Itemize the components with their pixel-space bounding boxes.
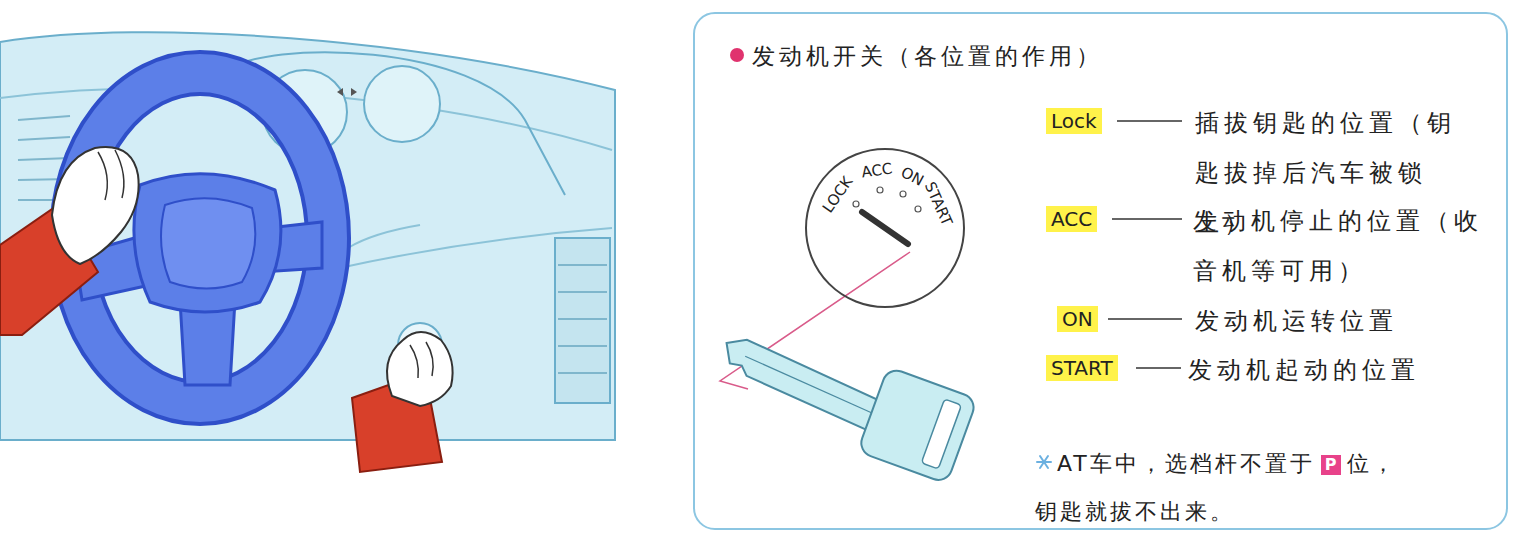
gauge — [364, 66, 440, 142]
position-name: ACC — [1051, 207, 1092, 231]
position-name: Lock — [1051, 109, 1097, 133]
gear-p-box: P — [1321, 455, 1341, 475]
right-vent-slats — [558, 265, 607, 373]
dial-dots — [853, 187, 921, 212]
hand — [387, 332, 453, 406]
gear-letter: P — [1325, 455, 1337, 474]
dial-position: ACC — [860, 160, 893, 181]
position-highlight: Lock — [1046, 108, 1102, 134]
wheel-hub — [134, 174, 281, 312]
key-slot — [862, 212, 908, 244]
switch-dial: LOCKACCONSTART — [805, 148, 965, 308]
dial-position: LOCK — [819, 173, 856, 215]
position-description: 发动机运转位置 — [1195, 296, 1524, 346]
position-highlight: ON — [1057, 306, 1098, 332]
dash-connector — [1108, 121, 1182, 368]
wheel-hub-pad — [161, 198, 255, 288]
dashboard — [0, 32, 615, 440]
note-symbol — [1037, 456, 1051, 468]
position-description: 发动机起动的位置 — [1188, 345, 1524, 395]
turn-indicator — [337, 88, 357, 96]
finger-line — [410, 342, 433, 378]
position-name: START — [1051, 356, 1113, 380]
bullet-dot — [730, 48, 744, 62]
right-vent — [555, 238, 610, 403]
key — [707, 312, 977, 484]
note-line: AT车中，选档杆不置于P位， 钥匙就拔不出来。 — [1035, 440, 1410, 536]
panel-title: 发动机开关（各位置的作用） — [752, 40, 1103, 72]
position-highlight: START — [1046, 355, 1118, 381]
position-description: 发动机停止的位置（收 音机等可用） — [1193, 196, 1488, 296]
hand — [52, 147, 139, 264]
dial-position: START — [921, 180, 955, 229]
info-panel: 发动机开关（各位置的作用） LOCKACCONSTART LockACC ON STAR… — [693, 12, 1508, 530]
position-name: ON — [1062, 307, 1093, 331]
note-text: AT车中，选档杆不置于 — [1057, 451, 1315, 476]
position-highlight: ACC — [1046, 206, 1097, 232]
finger-line — [98, 150, 124, 200]
